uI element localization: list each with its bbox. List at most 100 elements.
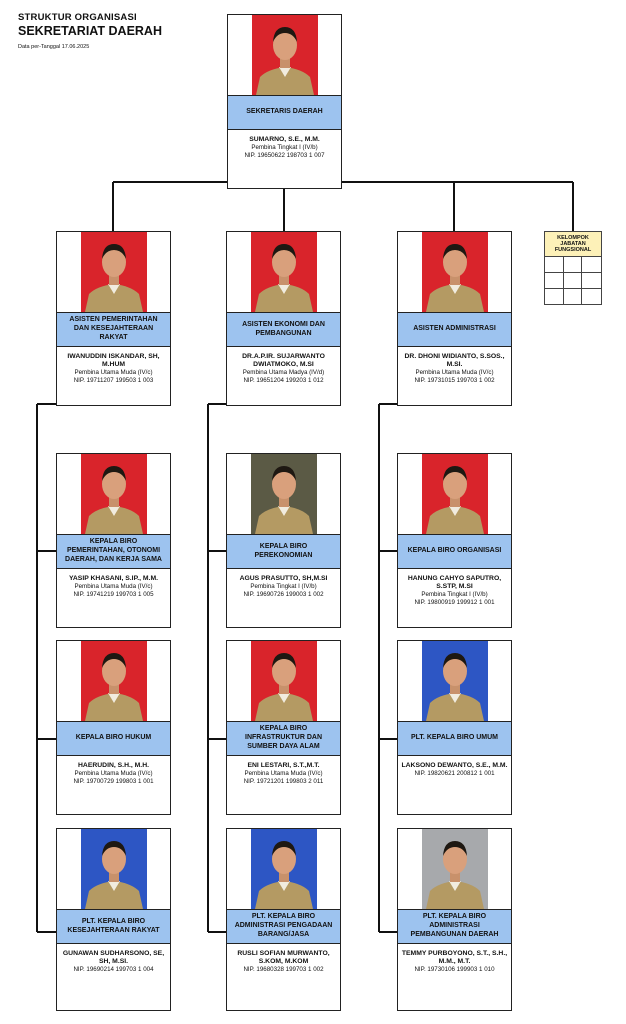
- official-info: GUNAWAN SUDHARSONO, SE, SH, M.SI.NIP. 19…: [57, 944, 170, 1010]
- official-info: HAERUDIN, S.H., M.H.Pembina Utama Muda (…: [57, 756, 170, 814]
- person-silhouette-icon: [255, 653, 313, 721]
- portrait-photo: [227, 454, 340, 535]
- portrait-photo: [57, 641, 170, 722]
- person-silhouette-icon: [426, 653, 484, 721]
- person-silhouette-icon: [256, 27, 314, 95]
- official-name: DR.A.P.IR. SUJARWANTO DWIATMOKO, M.SI: [242, 353, 325, 369]
- official-rank: Pembina Utama Muda (IV/c): [415, 369, 494, 377]
- official-rank: Pembina Utama Muda (IV/c): [244, 770, 323, 778]
- official-nip: NIP. 19700729 199803 1 001: [73, 777, 154, 785]
- person-silhouette-icon: [255, 466, 313, 534]
- fungsional-box: KELOMPOK JABATAN FUNGSIONAL: [544, 231, 602, 305]
- person-silhouette-icon: [85, 466, 143, 534]
- fungsional-label: KELOMPOK JABATAN FUNGSIONAL: [545, 232, 601, 257]
- org-card-biro-pembangunan: PLT. KEPALA BIRO ADMINISTRASI PEMBANGUNA…: [397, 828, 512, 1011]
- person-silhouette-icon: [426, 841, 484, 909]
- portrait-photo: [57, 829, 170, 910]
- official-name: ENI LESTARI, S.T.,M.T.: [247, 762, 320, 769]
- header-line-1: STRUKTUR ORGANISASI: [18, 12, 137, 23]
- official-nip: NIP. 19690726 199003 1 002: [243, 590, 324, 598]
- person-silhouette-icon: [85, 841, 143, 909]
- official-nip: NIP. 19820621 200812 1 001: [414, 770, 495, 778]
- official-nip: NIP. 19651204 199203 1 012: [243, 376, 324, 384]
- position-title: KEPALA BIRO HUKUM: [57, 722, 170, 756]
- official-nip: NIP. 19730106 199903 1 010: [414, 966, 495, 974]
- official-name: TEMMY PURBOYONO, S.T., S.H., M.M., M.T.: [401, 950, 508, 966]
- portrait-photo: [228, 15, 341, 96]
- position-title: KEPALA BIRO INFRASTRUKTUR DAN SUMBER DAY…: [227, 722, 340, 756]
- official-name: IWANUDDIN ISKANDAR, SH, M.HUM: [67, 353, 160, 369]
- official-nip: NIP. 19800919 199912 1 001: [414, 598, 495, 606]
- official-nip: NIP. 19741219 199703 1 005: [73, 590, 154, 598]
- position-title: PLT. KEPALA BIRO ADMINISTRASI PEMBANGUNA…: [398, 910, 511, 944]
- position-title: KEPALA BIRO PEREKONOMIAN: [227, 535, 340, 569]
- chart-header: STRUKTUR ORGANISASI SEKRETARIAT DAERAH D…: [18, 12, 162, 50]
- person-silhouette-icon: [85, 244, 143, 312]
- position-title: PLT. KEPALA BIRO KESEJAHTERAAN RAKYAT: [57, 910, 170, 944]
- position-title: ASISTEN EKONOMI DAN PEMBANGUNAN: [227, 313, 340, 347]
- person-silhouette-icon: [426, 466, 484, 534]
- official-info: ENI LESTARI, S.T.,M.T.Pembina Utama Muda…: [227, 756, 340, 814]
- official-name: SUMARNO, S.E., M.M.: [249, 136, 320, 143]
- official-rank: Pembina Tingkat I (IV/b): [250, 583, 317, 591]
- portrait-photo: [398, 641, 511, 722]
- portrait-photo: [227, 829, 340, 910]
- position-title: KEPALA BIRO PEMERINTAHAN, OTONOMI DAERAH…: [57, 535, 170, 569]
- official-info: DR. DHONI WIDIANTO, S.SOS., M.SI.Pembina…: [398, 347, 511, 405]
- official-name: LAKSONO DEWANTO, S.E., M.M.: [401, 762, 508, 769]
- official-info: YASIP KHASANI, S.IP., M.M.Pembina Utama …: [57, 569, 170, 627]
- official-name: GUNAWAN SUDHARSONO, SE, SH, M.SI.: [62, 950, 165, 966]
- official-info: SUMARNO, S.E., M.M.Pembina Tingkat I (IV…: [228, 130, 341, 188]
- official-name: RUSLI SOFIAN MURWANTO, S.KOM, M.KOM: [237, 950, 330, 966]
- official-name: YASIP KHASANI, S.IP., M.M.: [68, 575, 158, 582]
- official-rank: Pembina Utama Muda (IV/c): [74, 369, 153, 377]
- org-card-biro-pemerintahan: KEPALA BIRO PEMERINTAHAN, OTONOMI DAERAH…: [56, 453, 171, 628]
- person-silhouette-icon: [255, 841, 313, 909]
- org-card-biro-infrastruktur: KEPALA BIRO INFRASTRUKTUR DAN SUMBER DAY…: [226, 640, 341, 815]
- official-name: HAERUDIN, S.H., M.H.: [78, 762, 149, 769]
- official-rank: Pembina Utama Madya (IV/d): [242, 369, 325, 377]
- position-title: PLT. KEPALA BIRO ADMINISTRASI PENGADAAN …: [227, 910, 340, 944]
- org-card-asisten-1: ASISTEN PEMERINTAHAN DAN KESEJAHTERAAN R…: [56, 231, 171, 406]
- position-title: ASISTEN PEMERINTAHAN DAN KESEJAHTERAAN R…: [57, 313, 170, 347]
- official-nip: NIP. 19731015 199703 1 002: [414, 376, 495, 384]
- person-silhouette-icon: [255, 244, 313, 312]
- position-title: SEKRETARIS DAERAH: [228, 96, 341, 130]
- official-rank: Pembina Utama Muda (IV/c): [74, 583, 153, 591]
- official-name: HANUNG CAHYO SAPUTRO, S.STP, M.SI: [407, 575, 502, 591]
- portrait-photo: [227, 232, 340, 313]
- position-title: KEPALA BIRO ORGANISASI: [398, 535, 511, 569]
- fungsional-grid: [545, 257, 601, 305]
- portrait-photo: [398, 232, 511, 313]
- header-date: Data per-Tanggal 17.06.2025: [18, 44, 90, 50]
- person-silhouette-icon: [426, 244, 484, 312]
- official-nip: NIP. 19680328 199703 1 002: [243, 966, 324, 974]
- official-name: AGUS PRASUTTO, SH,M.SI: [239, 575, 328, 582]
- official-rank: Pembina Tingkat I (IV/b): [421, 591, 488, 599]
- portrait-photo: [57, 454, 170, 535]
- official-info: TEMMY PURBOYONO, S.T., S.H., M.M., M.T.N…: [398, 944, 511, 1010]
- org-card-biro-pengadaan: PLT. KEPALA BIRO ADMINISTRASI PENGADAAN …: [226, 828, 341, 1011]
- official-name: DR. DHONI WIDIANTO, S.SOS., M.SI.: [404, 353, 505, 369]
- official-rank: Pembina Utama Muda (IV/c): [74, 770, 153, 778]
- official-nip: NIP. 19711207 199503 1 003: [73, 376, 154, 384]
- portrait-photo: [227, 641, 340, 722]
- header-title: SEKRETARIAT DAERAH: [18, 24, 162, 38]
- portrait-photo: [398, 454, 511, 535]
- official-nip: NIP. 19721201 199803 2 011: [243, 777, 324, 785]
- portrait-photo: [398, 829, 511, 910]
- official-info: LAKSONO DEWANTO, S.E., M.M.NIP. 19820621…: [398, 756, 511, 814]
- official-nip: NIP. 19690214 199703 1 004: [73, 966, 154, 974]
- official-nip: NIP. 19650622 198703 1 007: [244, 151, 325, 159]
